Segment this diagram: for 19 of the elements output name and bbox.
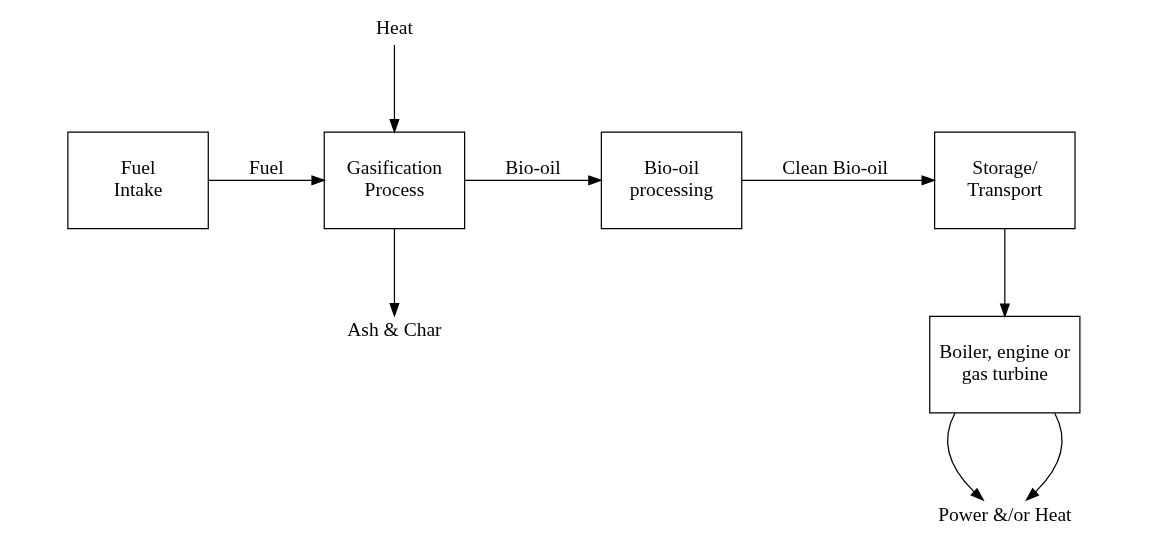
arrow (1025, 412, 1063, 502)
edge-label: Bio-oil (505, 156, 561, 178)
edge-label: Clean Bio-oil (782, 156, 888, 178)
arrow (741, 175, 937, 186)
node-box: Gasification Process (323, 131, 466, 230)
node-text: Power &/or Heat (938, 503, 1072, 525)
node-text: Ash & Char (347, 319, 442, 341)
arrow (389, 228, 400, 318)
edge-label: Fuel (248, 156, 284, 178)
arrow (464, 175, 603, 186)
arrow (947, 412, 985, 502)
arrow (389, 44, 400, 134)
node-box: Storage/ Transport (934, 131, 1076, 230)
node-box: Boiler, engine or gas turbine (929, 315, 1081, 414)
node-text: Heat (376, 16, 413, 38)
arrow (999, 228, 1010, 319)
node-box: Fuel Intake (67, 131, 209, 230)
node-box: Bio-oil processing (600, 131, 743, 230)
arrow (207, 175, 327, 186)
